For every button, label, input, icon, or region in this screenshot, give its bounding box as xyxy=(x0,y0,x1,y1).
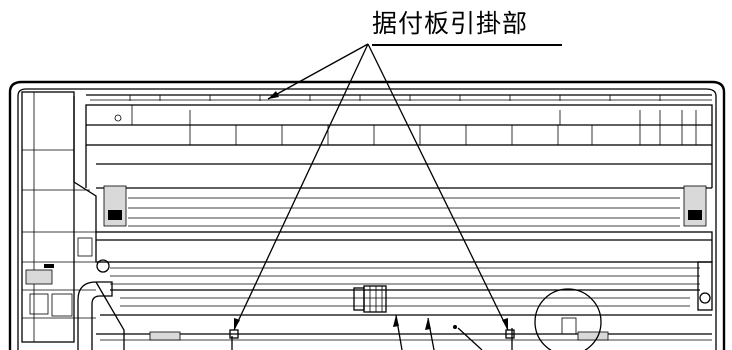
pipe-fitting xyxy=(353,285,387,313)
callout-label: 据付板引掛部 xyxy=(372,9,529,38)
bottom-arrows xyxy=(231,314,513,350)
main-body xyxy=(85,145,713,227)
callout-underline xyxy=(372,44,562,46)
housing-inner-frame xyxy=(17,88,717,350)
mounting-hook-right xyxy=(505,329,515,339)
housing-outline xyxy=(8,80,726,350)
lower-tray xyxy=(95,231,713,341)
detail-circle xyxy=(534,288,602,350)
top-grille xyxy=(85,94,713,146)
left-side-panel xyxy=(21,91,110,343)
bottom-latch-left xyxy=(149,331,181,341)
callout-leaders xyxy=(233,43,509,331)
bottom-latch-right xyxy=(577,331,609,341)
drain-hose xyxy=(77,281,113,350)
